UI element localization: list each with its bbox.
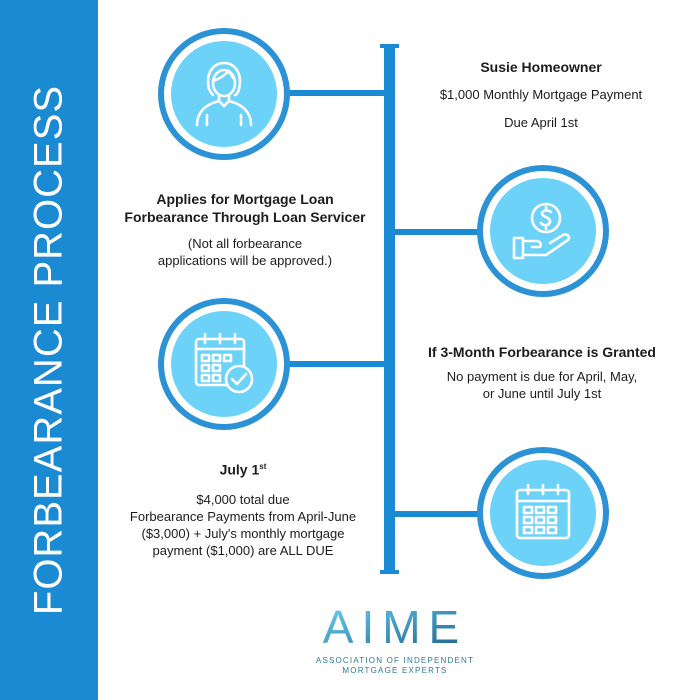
july-total: $4,000 total due <box>196 491 290 507</box>
granted-text: If 3-Month Forbearance is Granted No pay… <box>404 343 680 402</box>
timeline-spine <box>384 46 395 574</box>
applies-text: Applies for Mortgage Loan Forbearance Th… <box>112 190 378 269</box>
july-text: July 1st $4,000 total due Forbearance Pa… <box>104 458 382 559</box>
timeline-spine-bottom-cap <box>380 570 399 574</box>
aime-logo: AIME ASSOCIATION OF INDEPENDENT MORTGAGE… <box>300 601 490 676</box>
svg-text:AIME: AIME <box>323 603 467 649</box>
july-detail: Forbearance Payments from April-June ($3… <box>129 508 357 558</box>
page-title: FORBEARANCE PROCESS <box>26 84 71 616</box>
homeowner-name: Susie Homeowner <box>480 59 602 75</box>
homeowner-circle <box>158 28 290 160</box>
connector-homeowner <box>282 90 386 96</box>
granted-heading: If 3-Month Forbearance is Granted <box>428 344 656 360</box>
timeline-spine-top-cap <box>380 44 399 48</box>
july-heading: July 1st <box>219 461 267 478</box>
connector-applies <box>394 229 490 235</box>
calendar-check-icon <box>194 332 254 394</box>
connector-july <box>394 511 490 517</box>
homeowner-due-date: Due April 1st <box>504 115 578 130</box>
applies-circle <box>477 165 609 297</box>
granted-note: No payment is due for April, May, or Jun… <box>446 369 638 401</box>
sidebar: FORBEARANCE PROCESS <box>0 0 98 700</box>
applies-heading: Applies for Mortgage Loan Forbearance Th… <box>124 191 366 225</box>
aime-tagline: ASSOCIATION OF INDEPENDENT MORTGAGE EXPE… <box>315 656 475 675</box>
granted-circle <box>158 298 290 430</box>
homeowner-payment: $1,000 Monthly Mortgage Payment <box>439 87 643 102</box>
homeowner-text: Susie Homeowner $1,000 Monthly Mortgage … <box>406 58 676 131</box>
aime-wordmark: AIME <box>323 601 467 653</box>
july-circle <box>477 447 609 579</box>
money-hand-icon <box>512 202 571 260</box>
applies-note: (Not all forbearance applications will b… <box>157 236 333 268</box>
calendar-icon <box>515 483 571 540</box>
person-icon <box>195 61 253 127</box>
connector-granted <box>284 361 386 367</box>
